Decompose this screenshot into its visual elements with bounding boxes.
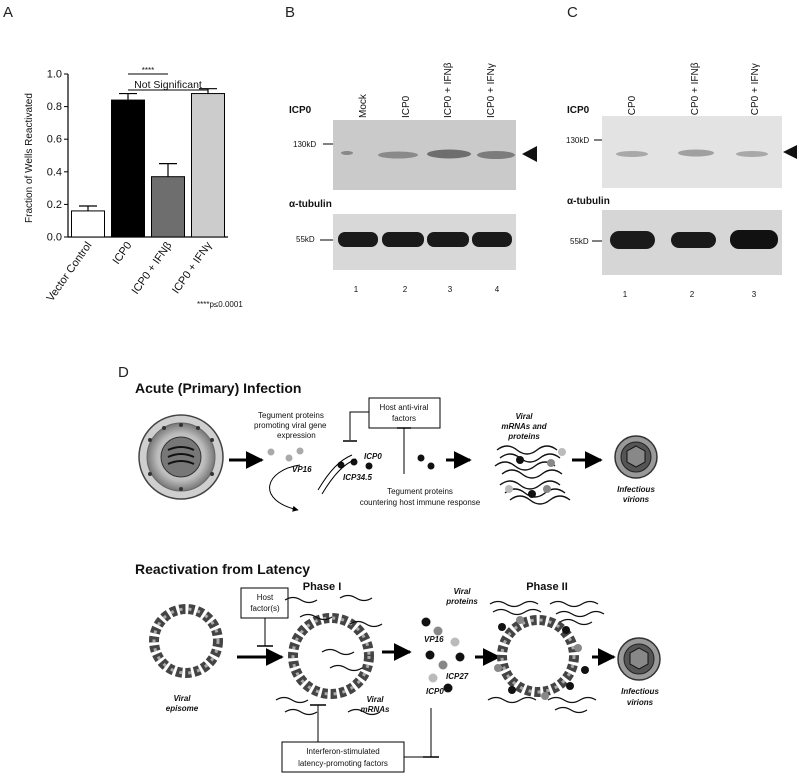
y-tick-label: 0.2 [47,199,62,211]
tegument-countering-line-1: Tegument proteins [387,487,453,496]
host-factors-line-1: Host [257,593,274,602]
panel-label-d: D [118,364,129,381]
blot-b-icp0-label: ICP0 [289,105,312,116]
host-antiviral-box [368,397,441,429]
interferon-line-1: Interferon-stimulated [306,747,379,756]
viral-proteins-line-1: Viral [453,587,471,596]
blot-c-lane-number-1: 1 [623,290,628,299]
viral-mrnas-proteins-line-2: mRNAs and [501,422,547,431]
not-significant-label: Not Significant [134,79,202,91]
blot-b-tubulin-label: α-tubulin [289,199,332,210]
blot-c-lane-number-2: 2 [690,290,695,299]
blot-c-marker-130: 130kD [566,136,589,145]
tegument-countering-line-2: countering host immune response [360,498,481,507]
viral-episome [149,604,223,678]
blot-b-lane-label-1: Mock [358,93,369,118]
interferon-box [281,741,405,773]
panel-label-b: B [285,4,295,21]
viral-episome-line-2: episome [166,704,199,713]
phase-2-episome [487,600,605,714]
interferon-line-2: latency-promoting factors [298,759,388,768]
infectious-virions-b-line-1: Infectious [621,687,659,696]
blot-c-lane-number-3: 3 [752,290,757,299]
x-tick-label-1: Vector Control [45,240,95,304]
x-tick-label-3: ICP0 + IFNβ [130,240,175,297]
bar-1 [71,210,105,238]
y-tick-label: 0.8 [47,101,62,113]
blot-b-lane-label-2: ICP0 [401,95,412,118]
y-tick-label: 0.0 [47,232,62,244]
infectious-virions-line-1: Infectious [617,485,655,494]
bar-3 [151,176,185,238]
viral-mrnas-proteins-line-1: Viral [515,412,533,421]
blot-c-tubulin-label: α-tubulin [567,196,610,207]
blot-b-lane-label-4: ICP0 + IFNγ [486,63,497,118]
blot-b-arrowhead [522,146,537,162]
virion-acute [138,414,224,500]
phase-2-label: Phase II [526,581,568,593]
infectious-virions-b-line-2: virions [627,698,654,707]
significance-stars: **** [142,66,154,75]
infectious-virion-acute [614,435,658,479]
panel-label-c: C [567,4,578,21]
viral-mrnas-line-1: Viral [366,695,384,704]
x-tick-label-4: ICP0 + IFNγ [170,239,215,296]
blot-c-lane-label-3: ICP0 + IFNγ [750,63,761,118]
acute-infection-title: Acute (Primary) Infection [135,380,301,396]
tegument-promoting-line-3: expression [277,431,316,440]
blot-b-lane-number-4: 4 [495,285,500,294]
blot-b-lane-number-1: 1 [354,285,359,294]
phase-1-label: Phase I [303,581,342,593]
bar-2 [111,99,145,238]
blot-b-lane-number-2: 2 [403,285,408,294]
viral-episome-line-1: Viral [173,694,191,703]
icp27-label: ICP27 [446,672,469,681]
bar-4 [191,93,225,238]
vp16-label-reactivation: VP16 [424,635,444,644]
blot-c-arrowhead [783,145,797,159]
tegument-promoting-line-2: promoting viral gene [254,421,327,430]
viral-proteins-cluster [421,617,465,693]
tegument-promoting-line-1: Tegument proteins [258,411,324,420]
viral-mrnas-cluster-acute [494,445,571,505]
infectious-virion-reactivation [617,637,661,681]
y-tick-label: 0.4 [47,166,62,178]
blot-c-icp0-label: ICP0 [567,105,590,116]
blot-c-lane-label-2: ICP0 + IFNβ [690,62,701,118]
host-antiviral-line-2: factors [392,414,416,423]
host-factors-line-2: factor(s) [250,604,280,613]
phase-1-episome [275,594,383,716]
significance-footnote: ****p≤0.0001 [197,300,243,309]
y-tick-label: 0.6 [47,134,62,146]
y-axis-label: Fraction of Wells Reactivated [24,93,35,223]
blot-c-marker-55: 55kD [570,237,589,246]
blot-b-marker-130: 130kD [293,140,316,149]
blot-c-lane-label-1: ICP0 [627,95,638,118]
panel-label-a: A [3,4,13,21]
viral-mrnas-proteins-line-3: proteins [507,432,540,441]
viral-proteins-acute [505,448,566,498]
host-factors-box [240,587,289,619]
host-antiviral-line-1: Host anti-viral [380,403,429,412]
icp345-label: ICP34.5 [343,473,372,482]
blot-b-lane-label-3: ICP0 + IFNβ [443,62,454,118]
viral-proteins-line-2: proteins [445,597,478,606]
blot-b-lane-number-3: 3 [448,285,453,294]
tegument-proteins-acute [267,447,435,470]
x-tick-label-2: ICP0 [111,240,135,267]
icp0-label-acute: ICP0 [364,452,382,461]
icp0-label-reactivation: ICP0 [426,687,444,696]
y-tick-label: 1.0 [47,69,62,81]
viral-mrnas-line-2: mRNAs [361,705,390,714]
vp16-label-acute: VP16 [292,465,312,474]
reactivation-title: Reactivation from Latency [135,561,310,577]
blot-b-marker-55: 55kD [296,235,315,244]
infectious-virions-line-2: virions [623,495,650,504]
